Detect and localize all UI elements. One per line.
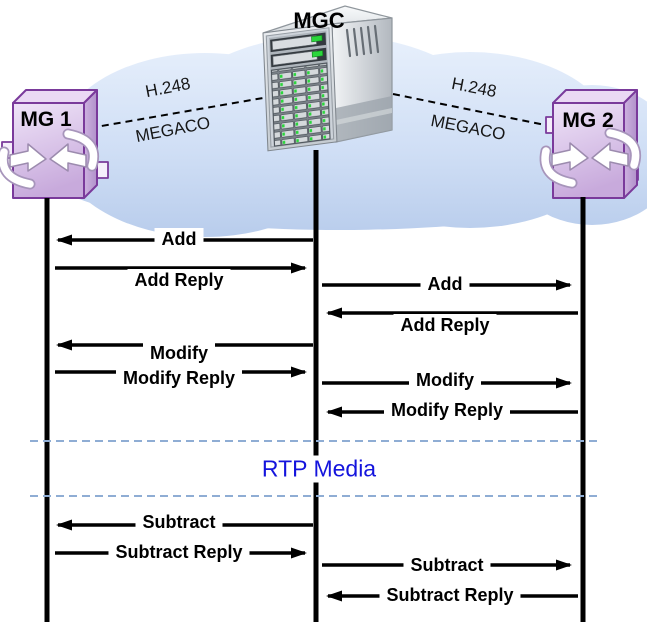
message-label-left-add: Add — [154, 228, 204, 252]
message-label-left-modify: Modify — [143, 342, 215, 366]
message-label-right-modify: Modify — [409, 369, 481, 393]
message-label-right-modify-reply: Modify Reply — [383, 399, 511, 423]
mgc-label: MGC — [293, 8, 345, 33]
message-label-left-modify-reply: Modify Reply — [115, 367, 243, 391]
mg2-gateway-icon — [539, 89, 641, 199]
mgc-server-icon — [262, 5, 393, 152]
message-label-left-add-reply: Add Reply — [127, 269, 231, 293]
link-line-mg1-mgc — [89, 97, 264, 129]
mg1-gateway-icon — [0, 89, 109, 199]
mg2-label: MG 2 — [562, 109, 614, 132]
rtp-media-label: RTP Media — [249, 455, 389, 483]
message-label-right-add-reply: Add Reply — [393, 314, 497, 338]
message-label-left-subtract-reply: Subtract Reply — [108, 541, 250, 565]
link-line-mgc-mg2 — [392, 93, 551, 127]
message-label-right-subtract-reply: Subtract Reply — [379, 584, 521, 608]
mg1-label: MG 1 — [20, 108, 72, 131]
message-label-left-subtract: Subtract — [135, 511, 223, 535]
message-label-right-add: Add — [420, 273, 470, 297]
message-label-right-subtract: Subtract — [403, 554, 491, 578]
